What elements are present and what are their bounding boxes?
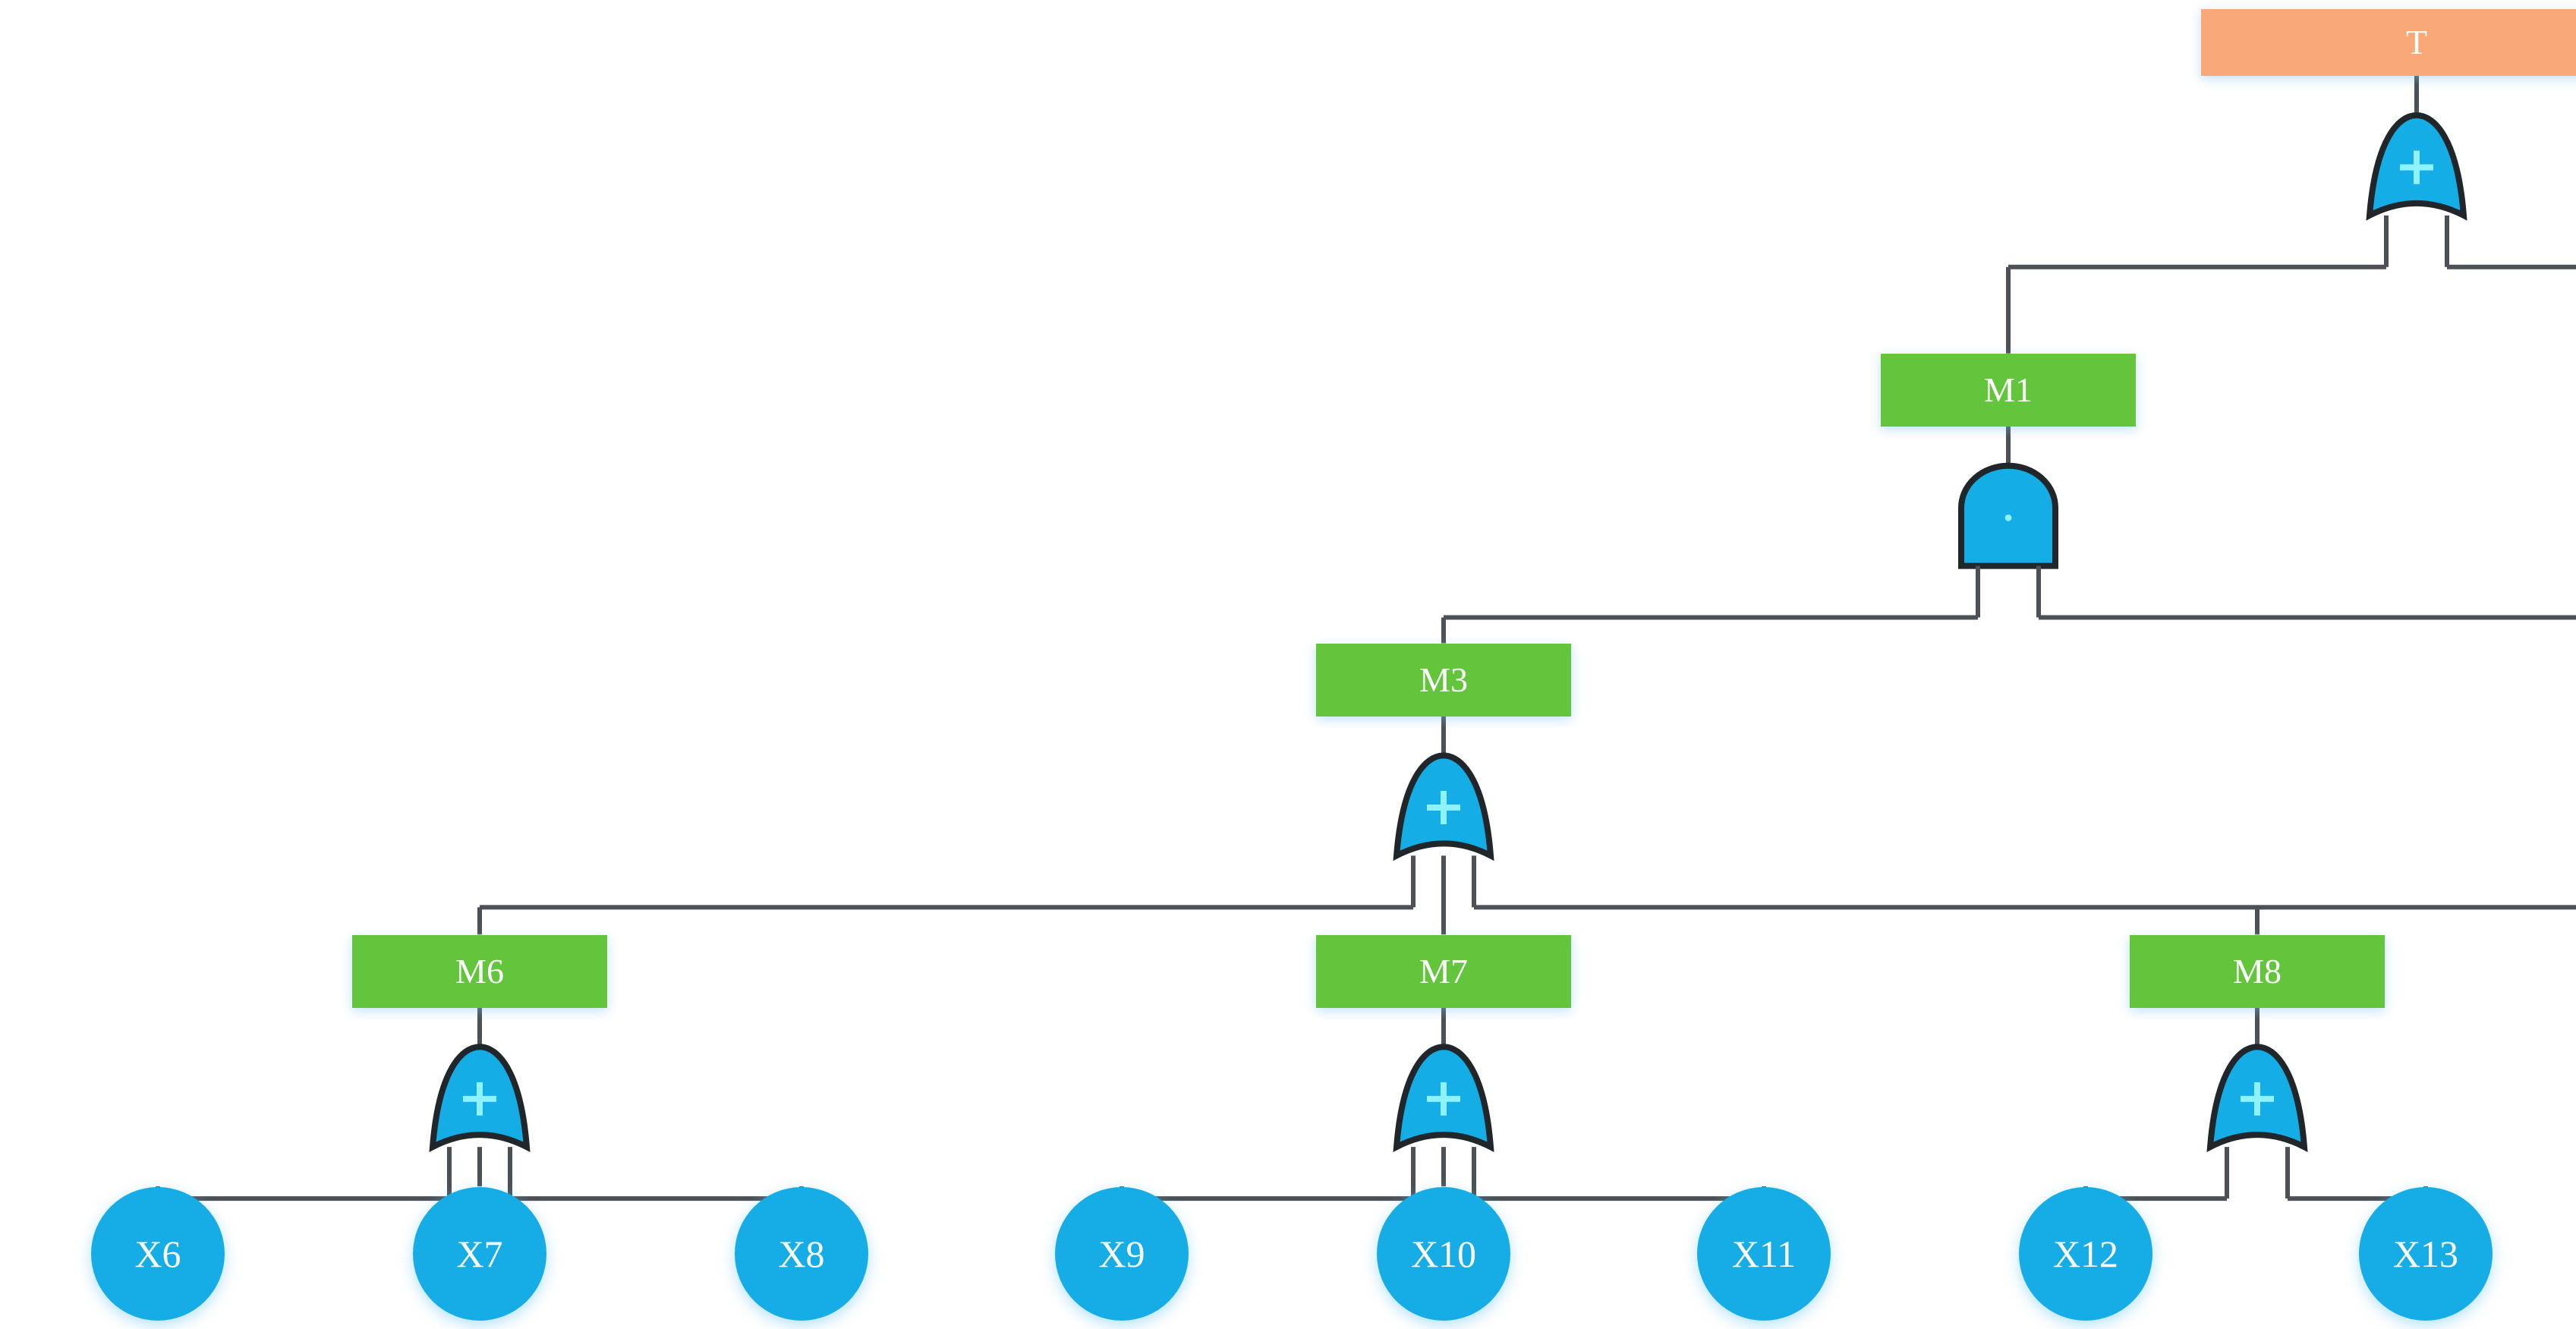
event-label-x8: X8 — [778, 1233, 825, 1275]
event-label-m6: M6 — [455, 952, 504, 990]
event-label-x13: X13 — [2392, 1233, 2459, 1275]
event-label-x7: X7 — [456, 1233, 503, 1275]
event-node-m8[interactable]: M8 — [2130, 935, 2385, 1008]
gate-or-m3[interactable] — [1393, 752, 1494, 861]
event-node-x13[interactable]: X13 — [2359, 1187, 2493, 1321]
event-label-x12: X12 — [2052, 1233, 2119, 1275]
event-label-x6: X6 — [134, 1233, 181, 1275]
event-node-x8[interactable]: X8 — [735, 1187, 868, 1321]
event-node-x10[interactable]: X10 — [1377, 1187, 1510, 1321]
event-node-m7[interactable]: M7 — [1316, 935, 1571, 1008]
event-label-x9: X9 — [1098, 1233, 1145, 1275]
event-label-m7: M7 — [1419, 952, 1468, 990]
gate-or-m8[interactable] — [2206, 1044, 2308, 1152]
event-label-m8: M8 — [2233, 952, 2282, 990]
gate-or-m6[interactable] — [429, 1044, 531, 1152]
gate-or-t[interactable] — [2366, 112, 2467, 221]
gate-and-m1[interactable] — [1958, 462, 2058, 569]
event-node-m6[interactable]: M6 — [352, 935, 607, 1008]
event-label-x10: X10 — [1410, 1233, 1477, 1275]
event-label-x11: X11 — [1731, 1233, 1797, 1275]
event-node-x7[interactable]: X7 — [413, 1187, 546, 1321]
event-node-x11[interactable]: X11 — [1697, 1187, 1831, 1321]
gate-or-m7[interactable] — [1393, 1044, 1494, 1152]
event-label-t: T — [2405, 23, 2428, 61]
event-node-x9[interactable]: X9 — [1055, 1187, 1189, 1321]
event-node-x6[interactable]: X6 — [91, 1187, 225, 1321]
event-label-m3: M3 — [1419, 660, 1468, 699]
event-node-x12[interactable]: X12 — [2019, 1187, 2152, 1321]
event-node-t[interactable]: T — [2201, 9, 2576, 76]
event-label-m1: M1 — [1984, 370, 2033, 409]
event-node-m1[interactable]: M1 — [1881, 354, 2136, 427]
event-node-m3[interactable]: M3 — [1316, 644, 1571, 716]
